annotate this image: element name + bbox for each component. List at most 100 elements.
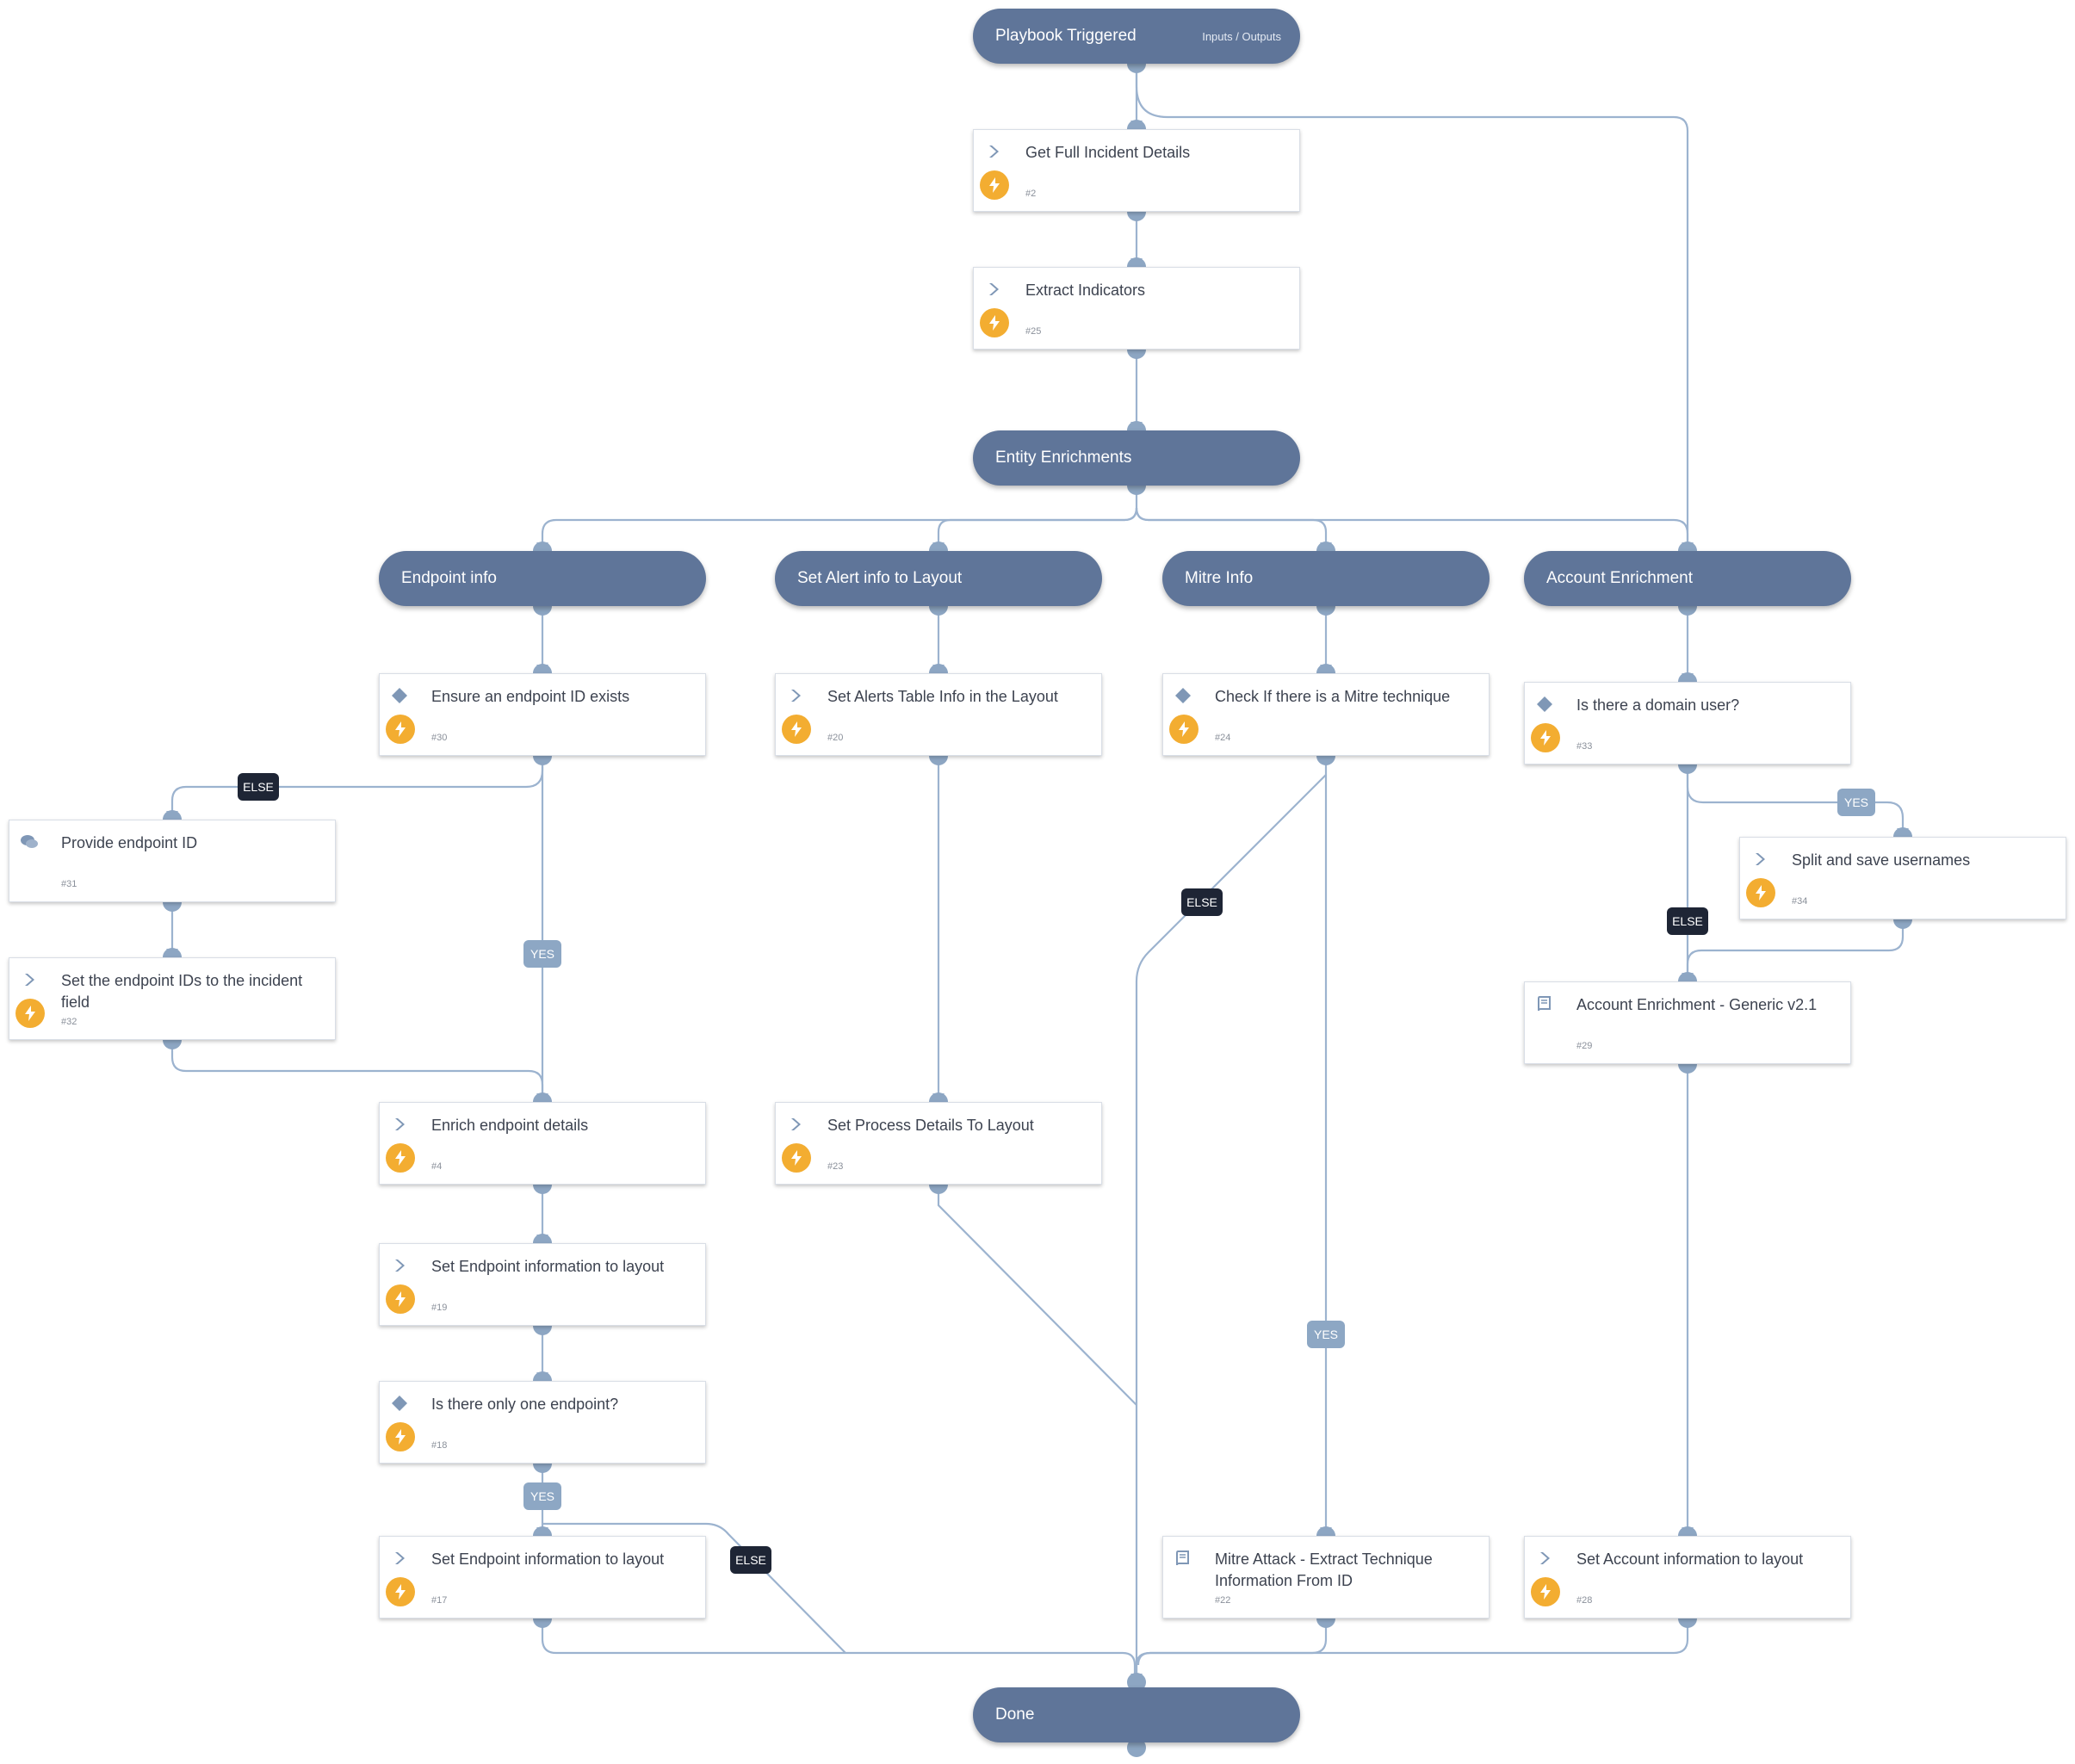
chevron-icon — [390, 1115, 409, 1134]
yes-badge-mitre[interactable]: YES — [1307, 1321, 1345, 1348]
task-label: Set Account information to layout — [1576, 1550, 1804, 1568]
task-label: Set Alerts Table Info in the Layout — [827, 688, 1058, 705]
task-label: Ensure an endpoint ID exists — [431, 688, 630, 705]
task-check-mitre[interactable]: Check If there is a Mitre technique #24 — [1162, 673, 1490, 756]
section-label: Set Alert info to Layout — [797, 569, 963, 587]
section-label: Endpoint info — [401, 569, 497, 587]
task-set-endpoint-ids[interactable]: Set the endpoint IDs to the incident fie… — [9, 957, 336, 1040]
connector — [170, 756, 544, 820]
task-label: Get Full Incident Details — [1025, 144, 1191, 161]
task-label: Enrich endpoint details — [431, 1117, 589, 1134]
task-set-endpoint-info-17[interactable]: Set Endpoint information to layout #17 — [379, 1536, 706, 1619]
section-label: Account Enrichment — [1546, 569, 1694, 587]
connector — [937, 507, 1138, 551]
diamond-icon — [390, 686, 409, 705]
task-id: #20 — [827, 733, 844, 743]
connector — [1135, 507, 1328, 551]
lightning-icon — [782, 1143, 811, 1173]
connector — [542, 1522, 846, 1654]
yes-badge-domain[interactable]: YES — [1837, 789, 1875, 816]
section-set-alert-info[interactable]: Set Alert info to Layout — [775, 551, 1102, 606]
chevron-icon — [984, 142, 1003, 161]
task-id: #18 — [431, 1440, 448, 1451]
connector — [1135, 774, 1327, 1682]
connector — [1135, 64, 1689, 542]
task-account-enrichment-generic[interactable]: Account Enrichment - Generic v2.1 #29 — [1524, 981, 1851, 1064]
chevron-icon — [1750, 850, 1769, 869]
chevron-icon — [984, 280, 1003, 299]
else-badge-endpoint[interactable]: ELSE — [238, 773, 279, 801]
task-set-alerts-table[interactable]: Set Alerts Table Info in the Layout #20 — [775, 673, 1102, 756]
lightning-icon — [386, 1284, 415, 1314]
connector — [1135, 507, 1689, 551]
connector — [1686, 919, 1905, 981]
task-set-endpoint-info-19[interactable]: Set Endpoint information to layout #19 — [379, 1243, 706, 1326]
lightning-icon — [386, 1577, 415, 1606]
lightning-icon — [386, 1422, 415, 1451]
task-id: #25 — [1025, 326, 1042, 337]
task-id: #19 — [431, 1303, 448, 1313]
lightning-icon — [980, 170, 1009, 200]
connector — [541, 1619, 1137, 1679]
task-label: Set Process Details To Layout — [827, 1117, 1034, 1134]
section-done[interactable]: Done — [973, 1687, 1300, 1742]
task-mitre-extract[interactable]: Mitre Attack - Extract Technique Informa… — [1162, 1536, 1490, 1619]
chat-bubble-icon — [20, 832, 39, 851]
task-only-one-endpoint[interactable]: Is there only one endpoint? #18 — [379, 1381, 706, 1464]
task-id: #4 — [431, 1161, 443, 1172]
lightning-icon — [386, 1143, 415, 1173]
inputs-outputs-link[interactable]: Inputs / Outputs — [1202, 29, 1281, 43]
lightning-icon — [980, 308, 1009, 337]
book-icon — [1535, 994, 1554, 1013]
section-label: Entity Enrichments — [995, 449, 1132, 467]
task-label: Set Endpoint information to layout — [431, 1258, 665, 1275]
port — [1127, 1673, 1146, 1692]
task-id: #29 — [1576, 1041, 1593, 1051]
task-label: Provide endpoint ID — [61, 834, 198, 851]
task-id: #17 — [431, 1595, 448, 1606]
task-domain-user[interactable]: Is there a domain user? #33 — [1524, 682, 1851, 764]
section-endpoint-info[interactable]: Endpoint info — [379, 551, 706, 606]
task-set-account-info[interactable]: Set Account information to layout #28 — [1524, 1536, 1851, 1619]
book-icon — [1174, 1549, 1192, 1568]
task-id: #22 — [1215, 1595, 1231, 1606]
section-entity-enrichments[interactable]: Entity Enrichments — [973, 430, 1300, 486]
else-badge-mitre[interactable]: ELSE — [1181, 888, 1223, 916]
task-extract-indicators[interactable]: Extract Indicators #25 — [973, 267, 1300, 350]
task-enrich-endpoint-details[interactable]: Enrich endpoint details #4 — [379, 1102, 706, 1185]
section-account-enrichment[interactable]: Account Enrichment — [1524, 551, 1851, 606]
task-id: #28 — [1576, 1595, 1593, 1606]
task-label: Check If there is a Mitre technique — [1215, 688, 1451, 705]
task-provide-endpoint-id[interactable]: Provide endpoint ID #31 — [9, 820, 336, 902]
diamond-icon — [1174, 686, 1192, 705]
lightning-icon — [386, 715, 415, 744]
task-get-full-incident-details[interactable]: Get Full Incident Details #2 — [973, 129, 1300, 212]
task-split-usernames[interactable]: Split and save usernames #34 — [1739, 837, 2066, 919]
task-id: #30 — [431, 733, 448, 743]
task-label: Is there only one endpoint? — [431, 1396, 619, 1413]
else-badge-only-one[interactable]: ELSE — [730, 1546, 771, 1574]
diamond-icon — [1535, 695, 1554, 714]
yes-badge-endpoint[interactable]: YES — [523, 940, 561, 968]
else-badge-domain[interactable]: ELSE — [1667, 907, 1708, 935]
connector — [1137, 1619, 1328, 1666]
chevron-icon — [390, 1256, 409, 1275]
chevron-icon — [786, 1115, 805, 1134]
port — [1127, 1738, 1146, 1757]
connector — [1135, 1619, 1689, 1682]
task-ensure-endpoint-id[interactable]: Ensure an endpoint ID exists #30 — [379, 673, 706, 756]
section-mitre-info[interactable]: Mitre Info — [1162, 551, 1490, 606]
yes-badge-only-one[interactable]: YES — [523, 1482, 561, 1510]
chevron-icon — [390, 1549, 409, 1568]
lightning-icon — [15, 999, 45, 1028]
task-id: #2 — [1025, 189, 1037, 199]
section-playbook-triggered[interactable]: Playbook Triggered Inputs / Outputs — [973, 9, 1300, 64]
connector — [541, 486, 1138, 551]
task-label: Account Enrichment - Generic v2.1 — [1576, 996, 1818, 1013]
task-label: Mitre Attack - Extract Technique Informa… — [1215, 1550, 1433, 1589]
section-label: Mitre Info — [1185, 569, 1254, 587]
task-id: #34 — [1792, 896, 1808, 907]
lightning-icon — [1531, 1577, 1560, 1606]
task-set-process-details[interactable]: Set Process Details To Layout #23 — [775, 1102, 1102, 1185]
